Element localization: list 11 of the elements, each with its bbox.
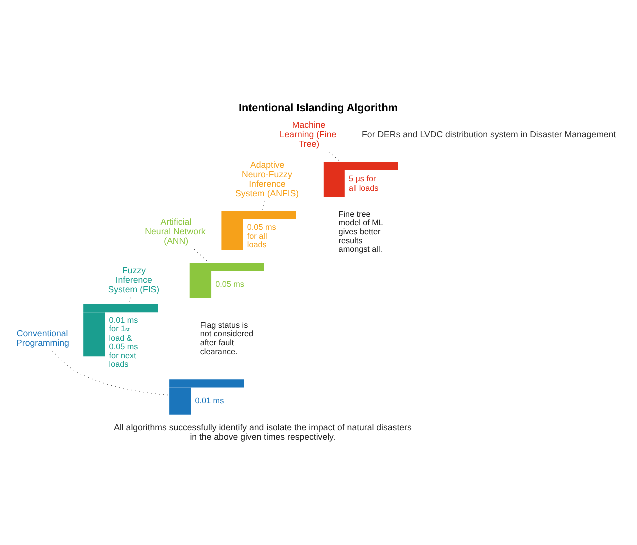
node-text: Conventional Programming <box>16 328 70 348</box>
node-text: Fuzzy Inference System (FIS) <box>108 265 160 294</box>
connector <box>52 350 170 396</box>
connector <box>194 248 210 263</box>
node-text: Artificial Neural Network (ANN) <box>145 216 206 246</box>
node-text: Adaptive Neuro-Fuzzy Inference System (ANFIS) <box>236 160 300 198</box>
label: For DERs and LVDC distribution system in Disaster Management <box>362 129 616 140</box>
caption: All algorithms successfully identify and isolate the impact of natural disasters in the above given times respectively. <box>114 422 412 442</box>
node-text: Machine Learning (Fine Tree) <box>280 120 337 149</box>
diagram-title: Intentional Islanding Algorithm <box>238 102 398 114</box>
connector <box>328 151 342 162</box>
